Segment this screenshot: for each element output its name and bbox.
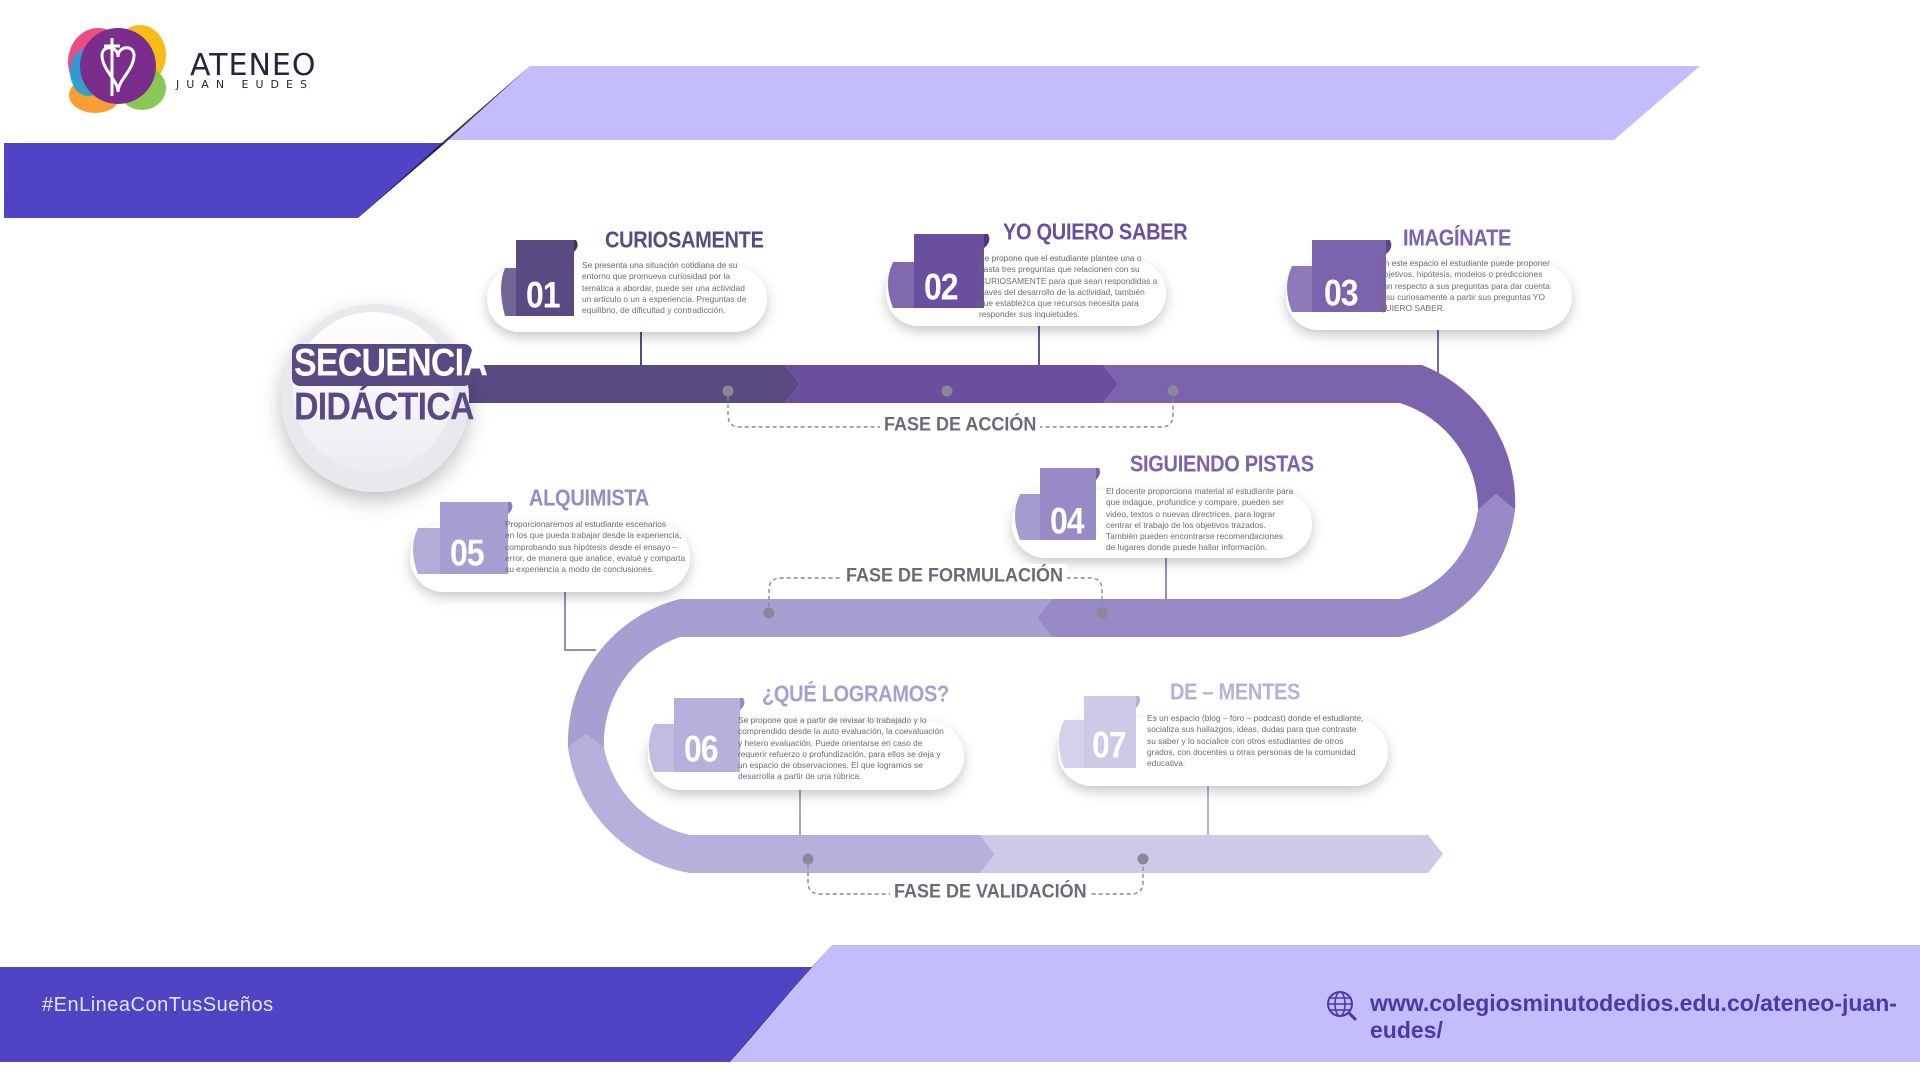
step-card-04 bbox=[1012, 468, 1312, 558]
step-title-06: ¿QUÉ LOGRAMOS? bbox=[762, 682, 949, 708]
globe-icon bbox=[1327, 991, 1358, 1022]
road-segment-6 bbox=[568, 734, 995, 873]
footer-website-link[interactable]: www.colegiosminutodedios.edu.co/ateneo-j… bbox=[1370, 990, 1897, 1043]
step-card-06 bbox=[648, 698, 964, 790]
step-desc-02: Se propone que el estudiante plantee una… bbox=[979, 253, 1158, 320]
step-desc-06: Se propone que a partir de revisar lo tr… bbox=[738, 715, 944, 782]
step-desc-01: Se presenta una situación cotidiana de s… bbox=[582, 260, 747, 316]
step-desc-05: Proporcionaremos al estudiante escenario… bbox=[505, 519, 686, 575]
header-banner-fold bbox=[358, 66, 530, 218]
step-title-02: YO QUIERO SABER bbox=[1003, 220, 1188, 246]
step-card-05 bbox=[410, 502, 690, 592]
step-number-07: 07 bbox=[1092, 724, 1127, 766]
title-line-2: DIDÁCTICA bbox=[294, 385, 475, 429]
phase-label-accion: FASE DE ACCIÓN bbox=[880, 412, 1041, 437]
road-segment-7 bbox=[980, 835, 1443, 873]
road-dot bbox=[722, 385, 734, 397]
header-banner-dark bbox=[4, 143, 445, 218]
footer-hashtag: #EnLineaConTusSueños bbox=[42, 994, 274, 1016]
road-dot bbox=[941, 385, 953, 397]
road-dot bbox=[802, 853, 814, 865]
connector-05 bbox=[564, 592, 596, 651]
step-card-03 bbox=[1286, 240, 1572, 330]
logo-subname: JUAN EUDES bbox=[175, 78, 314, 91]
step-desc-07: Es un espacio (blog – foro – podcast) do… bbox=[1147, 713, 1364, 769]
road-segment-3 bbox=[1103, 365, 1516, 510]
road-dot bbox=[763, 607, 775, 619]
footer-banner-dark bbox=[0, 967, 812, 1062]
road-segment-2 bbox=[785, 365, 1118, 403]
title-circle bbox=[281, 304, 472, 492]
step-title-05: ALQUIMISTA bbox=[529, 486, 649, 512]
step-title-03: IMAGÍNATE bbox=[1403, 226, 1512, 252]
step-card-02 bbox=[886, 234, 1166, 326]
road-dot bbox=[1137, 853, 1149, 865]
step-title-07: DE – MENTES bbox=[1170, 680, 1301, 706]
step-title-01: CURIOSAMENTE bbox=[605, 228, 764, 254]
footer-banner-light bbox=[730, 945, 1920, 1062]
step-desc-04: El docente proporciona material al estud… bbox=[1106, 486, 1294, 553]
step-number-05: 05 bbox=[450, 532, 485, 574]
step-title-04: SIGUIENDO PISTAS bbox=[1130, 452, 1314, 478]
step-number-02: 02 bbox=[924, 266, 959, 308]
road-segment-1 bbox=[430, 365, 800, 403]
step-number-03: 03 bbox=[1324, 272, 1359, 314]
step-number-04: 04 bbox=[1050, 500, 1085, 542]
step-card-01 bbox=[487, 240, 767, 332]
road-dot bbox=[1167, 385, 1179, 397]
phase-label-validacion: FASE DE VALIDACIÓN bbox=[890, 879, 1091, 904]
ateneo-logo: ATENEO JUAN EUDES bbox=[68, 25, 316, 113]
logo-name: ATENEO bbox=[190, 48, 316, 83]
step-number-06: 06 bbox=[684, 728, 719, 770]
road-segment-5 bbox=[567, 599, 1052, 748]
title-line-1: SECUENCIA bbox=[294, 341, 488, 385]
phase-label-formulacion: FASE DE FORMULACIÓN bbox=[842, 563, 1068, 588]
header-banner-light bbox=[445, 66, 1700, 140]
step-number-01: 01 bbox=[526, 274, 561, 316]
road-segment-4 bbox=[1037, 494, 1515, 637]
step-card-07 bbox=[1058, 696, 1388, 786]
road-dot bbox=[1096, 607, 1108, 619]
step-desc-03: En este espacio el estudiante puede prop… bbox=[1379, 258, 1550, 314]
